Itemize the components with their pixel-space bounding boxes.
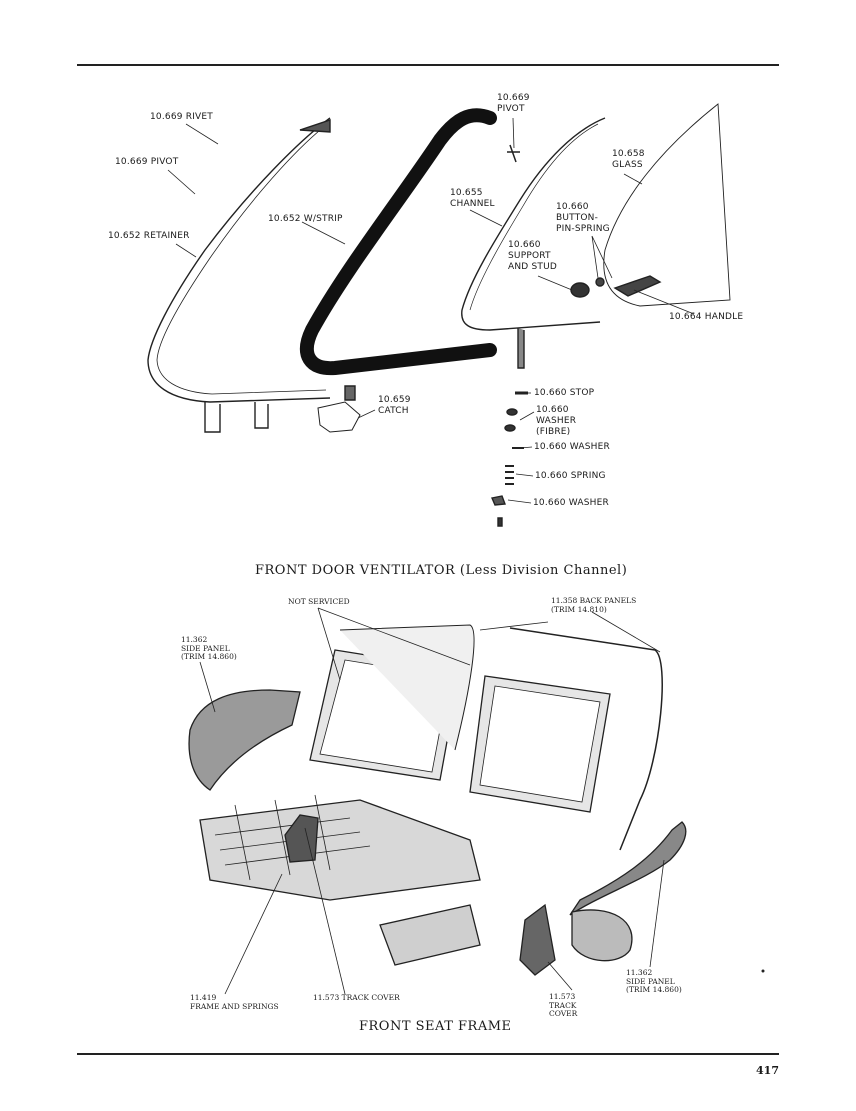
- track-cover-right: [519, 903, 556, 976]
- label-side-panel-left: 11.362 SIDE PANEL (TRIM 14.860): [181, 635, 237, 661]
- label-pivot-top: 10.669 PIVOT: [497, 93, 530, 114]
- retainer-inner: [156, 125, 327, 395]
- retainer-part: [147, 117, 331, 403]
- seat-frame-caption: FRONT SEAT FRAME: [359, 1019, 512, 1034]
- label-washer-1: 10.660 WASHER: [534, 442, 610, 452]
- ventilator-caption: FRONT DOOR VENTILATOR (Less Division Cha…: [255, 563, 628, 578]
- track-cover-mid: [284, 814, 319, 863]
- label-catch: 10.659 CATCH: [378, 395, 411, 416]
- weatherstrip-part: [300, 108, 497, 376]
- label-support-stud: 10.660 SUPPORT AND STUD: [508, 240, 558, 272]
- label-channel: 10.655 CHANNEL: [450, 188, 495, 209]
- label-track-cover-right: 11.573 TRACK COVER: [549, 992, 578, 1018]
- page-number: 417: [756, 1064, 779, 1077]
- catch-part: [317, 401, 361, 433]
- channel-part: [461, 117, 606, 331]
- label-pivot-left: 10.669 PIVOT: [115, 157, 179, 167]
- bottom-rule: [77, 1053, 779, 1055]
- label-button-pin-spring: 10.660 BUTTON- PIN-SPRING: [556, 202, 610, 234]
- top-rule: [77, 64, 779, 66]
- label-washer-2: 10.660 WASHER: [533, 498, 609, 508]
- label-rivet: 10.669 RIVET: [150, 112, 214, 122]
- label-frame-springs: 11.419 FRAME AND SPRINGS: [190, 993, 279, 1011]
- back-panel-left: [339, 624, 475, 751]
- label-track-cover-mid: 11.573 TRACK COVER: [313, 993, 400, 1002]
- label-back-panels: 11.358 BACK PANELS (TRIM 14.810): [551, 596, 637, 614]
- label-wstrip: 10.652 W/STRIP: [268, 214, 343, 224]
- label-spring: 10.660 SPRING: [535, 471, 606, 481]
- label-glass: 10.658 GLASS: [612, 149, 645, 170]
- side-panel-right: [569, 821, 687, 916]
- label-not-serviced: NOT SERVICED: [288, 597, 350, 606]
- speck: [761, 969, 765, 973]
- glass-part: [603, 103, 731, 307]
- label-retainer: 10.652 RETAINER: [108, 231, 190, 241]
- label-handle: 10.664 HANDLE: [669, 312, 744, 322]
- back-panel-right: [509, 627, 663, 851]
- label-washer-fibre: 10.660 WASHER (FIBRE): [536, 405, 577, 437]
- side-panel-left: [188, 689, 301, 791]
- label-side-panel-right: 11.362 SIDE PANEL (TRIM 14.860): [626, 968, 682, 994]
- label-stop: 10.660 STOP: [534, 388, 595, 398]
